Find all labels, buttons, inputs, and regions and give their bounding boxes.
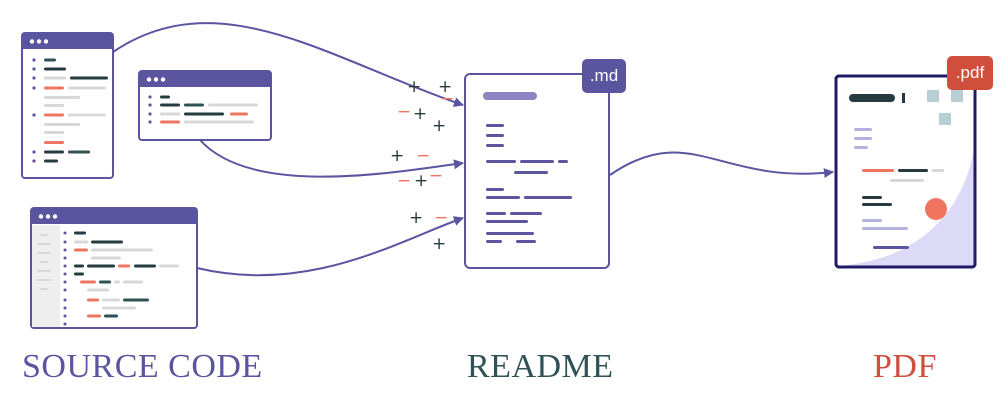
source-window-1 <box>21 32 114 179</box>
plus-sign: + <box>390 146 404 166</box>
minus-sign: − <box>440 89 454 109</box>
readme-document: .md <box>464 59 626 269</box>
code-lines <box>32 58 108 163</box>
pdf-coral-circle <box>925 198 947 220</box>
pdf-document: .pdf <box>834 56 993 269</box>
minus-sign: − <box>397 102 411 122</box>
caption-readme: README <box>467 348 614 385</box>
pdf-curve-fill <box>836 145 975 267</box>
code-lines <box>148 95 258 124</box>
window-dots-icon <box>146 77 166 82</box>
readme-lines <box>483 92 572 243</box>
plus-sign: + <box>409 208 423 228</box>
plus-sign: + <box>432 116 446 136</box>
source-window-3 <box>30 207 198 329</box>
source-window-2 <box>138 70 272 141</box>
caption-source-code: SOURCE CODE <box>22 348 263 385</box>
pdf-badge: .pdf <box>947 56 993 90</box>
minus-sign: − <box>434 208 448 228</box>
minus-sign: − <box>397 171 411 191</box>
plus-sign: + <box>407 77 421 97</box>
plus-sign: + <box>413 104 427 124</box>
window-dots-icon <box>29 39 49 44</box>
caption-pdf: PDF <box>873 348 937 385</box>
window-dots-icon <box>38 214 58 219</box>
code-lines <box>63 231 179 326</box>
minus-sign: − <box>416 146 430 166</box>
md-badge-label: .md <box>590 66 618 85</box>
curve-source2-to-readme <box>199 139 464 178</box>
diff-signs: + + − − + + + − − + − + − + <box>390 77 454 254</box>
pdf-badge-label: .pdf <box>956 63 985 82</box>
curve-source3-to-readme <box>196 216 464 277</box>
file-tree-sidebar <box>37 234 51 290</box>
connector-curves <box>112 22 834 277</box>
plus-sign: + <box>414 171 428 191</box>
curve-readme-to-pdf <box>609 151 834 178</box>
minus-sign: − <box>429 166 443 186</box>
md-badge: .md <box>582 59 626 93</box>
curve-source1-to-readme <box>112 22 464 107</box>
plus-sign: + <box>438 77 452 97</box>
plus-sign: + <box>432 234 446 254</box>
